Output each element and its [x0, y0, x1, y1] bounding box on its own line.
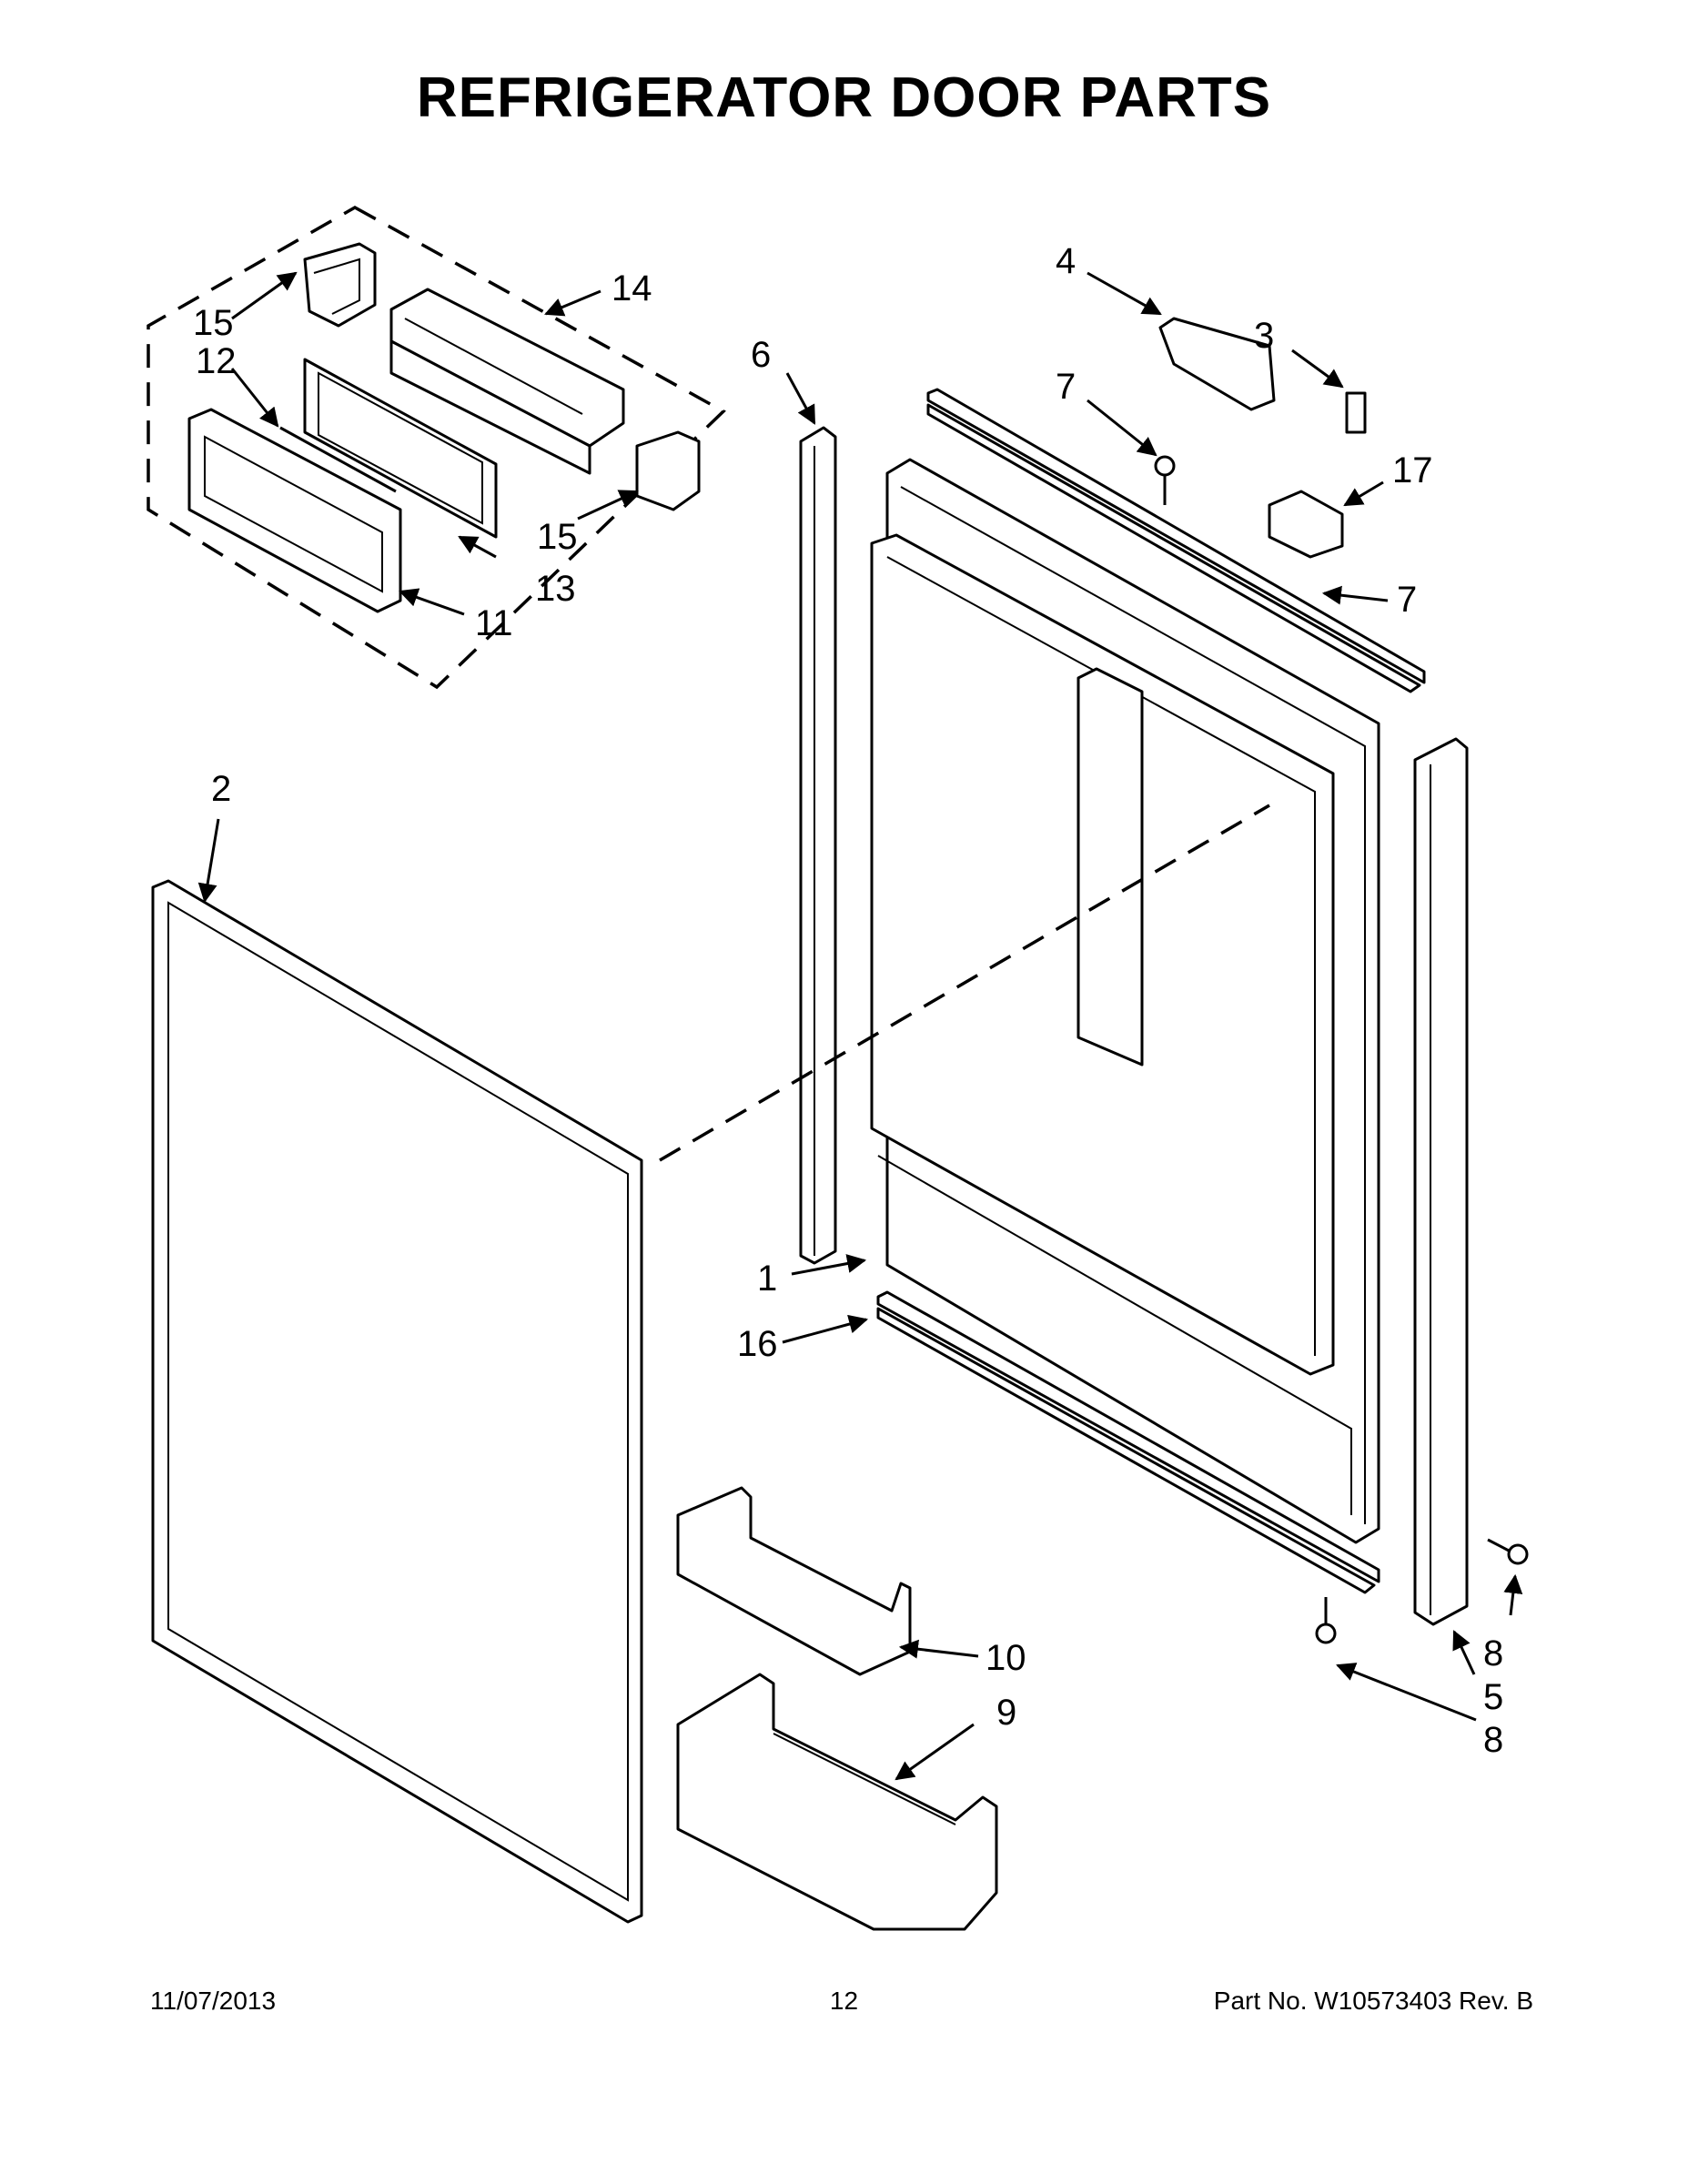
callout-1: 1: [757, 1259, 777, 1299]
part-13-frame: [303, 358, 498, 539]
footer-date: 11/07/2013: [150, 1987, 277, 2015]
callout-14: 14: [612, 268, 652, 308]
part-15-upper-bracket: [303, 242, 377, 328]
part-7-top-channel: [926, 388, 1426, 693]
callout-3: 3: [1254, 316, 1274, 356]
part-2-door-gasket: [151, 879, 643, 1924]
part-17-hinge-bracket: [1268, 490, 1344, 559]
leader-lines: [197, 271, 1523, 1781]
callout-11: 11: [475, 603, 513, 643]
footer-part-number: Part No. W10573403 Rev. B: [1213, 1987, 1533, 2015]
callout-15-lower: 15: [537, 517, 578, 557]
callout-8-top: 7: [1056, 367, 1076, 407]
callout-8-bottom: 8: [1483, 1720, 1503, 1760]
part-3-plunger: [1345, 391, 1367, 434]
part-14-bin-housing: [389, 288, 625, 475]
part-12-strip: [279, 426, 397, 493]
part-6-vertical-trim: [799, 426, 837, 1265]
callout-4: 4: [1056, 241, 1076, 281]
part-8-screw-bottom: [1315, 1597, 1337, 1644]
part-1-door-liner: [870, 458, 1380, 1544]
callout-13: 13: [535, 569, 576, 609]
part-16-bottom-channel: [876, 1290, 1380, 1594]
callout-6: 6: [751, 335, 771, 375]
callout-8-side: 8: [1483, 1633, 1503, 1673]
callout-7: 7: [1397, 580, 1417, 620]
callout-16: 16: [737, 1324, 778, 1364]
callout-15-upper: 15: [193, 303, 234, 343]
part-5-side-trim: [1413, 737, 1469, 1626]
part-10-small-door-bin: [676, 1486, 912, 1676]
part-4-switch-housing: [1158, 317, 1276, 411]
alignment-dashed-line: [659, 804, 1270, 1162]
part-15-lower-bracket: [635, 430, 701, 511]
part-8-screw-top: [1154, 455, 1176, 505]
part-8-screw-side: [1487, 1538, 1529, 1565]
kit-dashed-outline: [147, 205, 726, 690]
callout-10: 10: [986, 1638, 1026, 1678]
callout-9: 9: [996, 1693, 1016, 1733]
callout-5: 5: [1483, 1677, 1503, 1717]
callout-2: 2: [211, 769, 231, 809]
callout-12: 12: [196, 341, 237, 381]
part-9-large-door-bin: [676, 1673, 998, 1931]
footer-page-number: 12: [829, 1987, 859, 2015]
callout-17: 17: [1392, 450, 1433, 490]
page-title: REFRIGERATOR DOOR PARTS: [416, 66, 1272, 129]
